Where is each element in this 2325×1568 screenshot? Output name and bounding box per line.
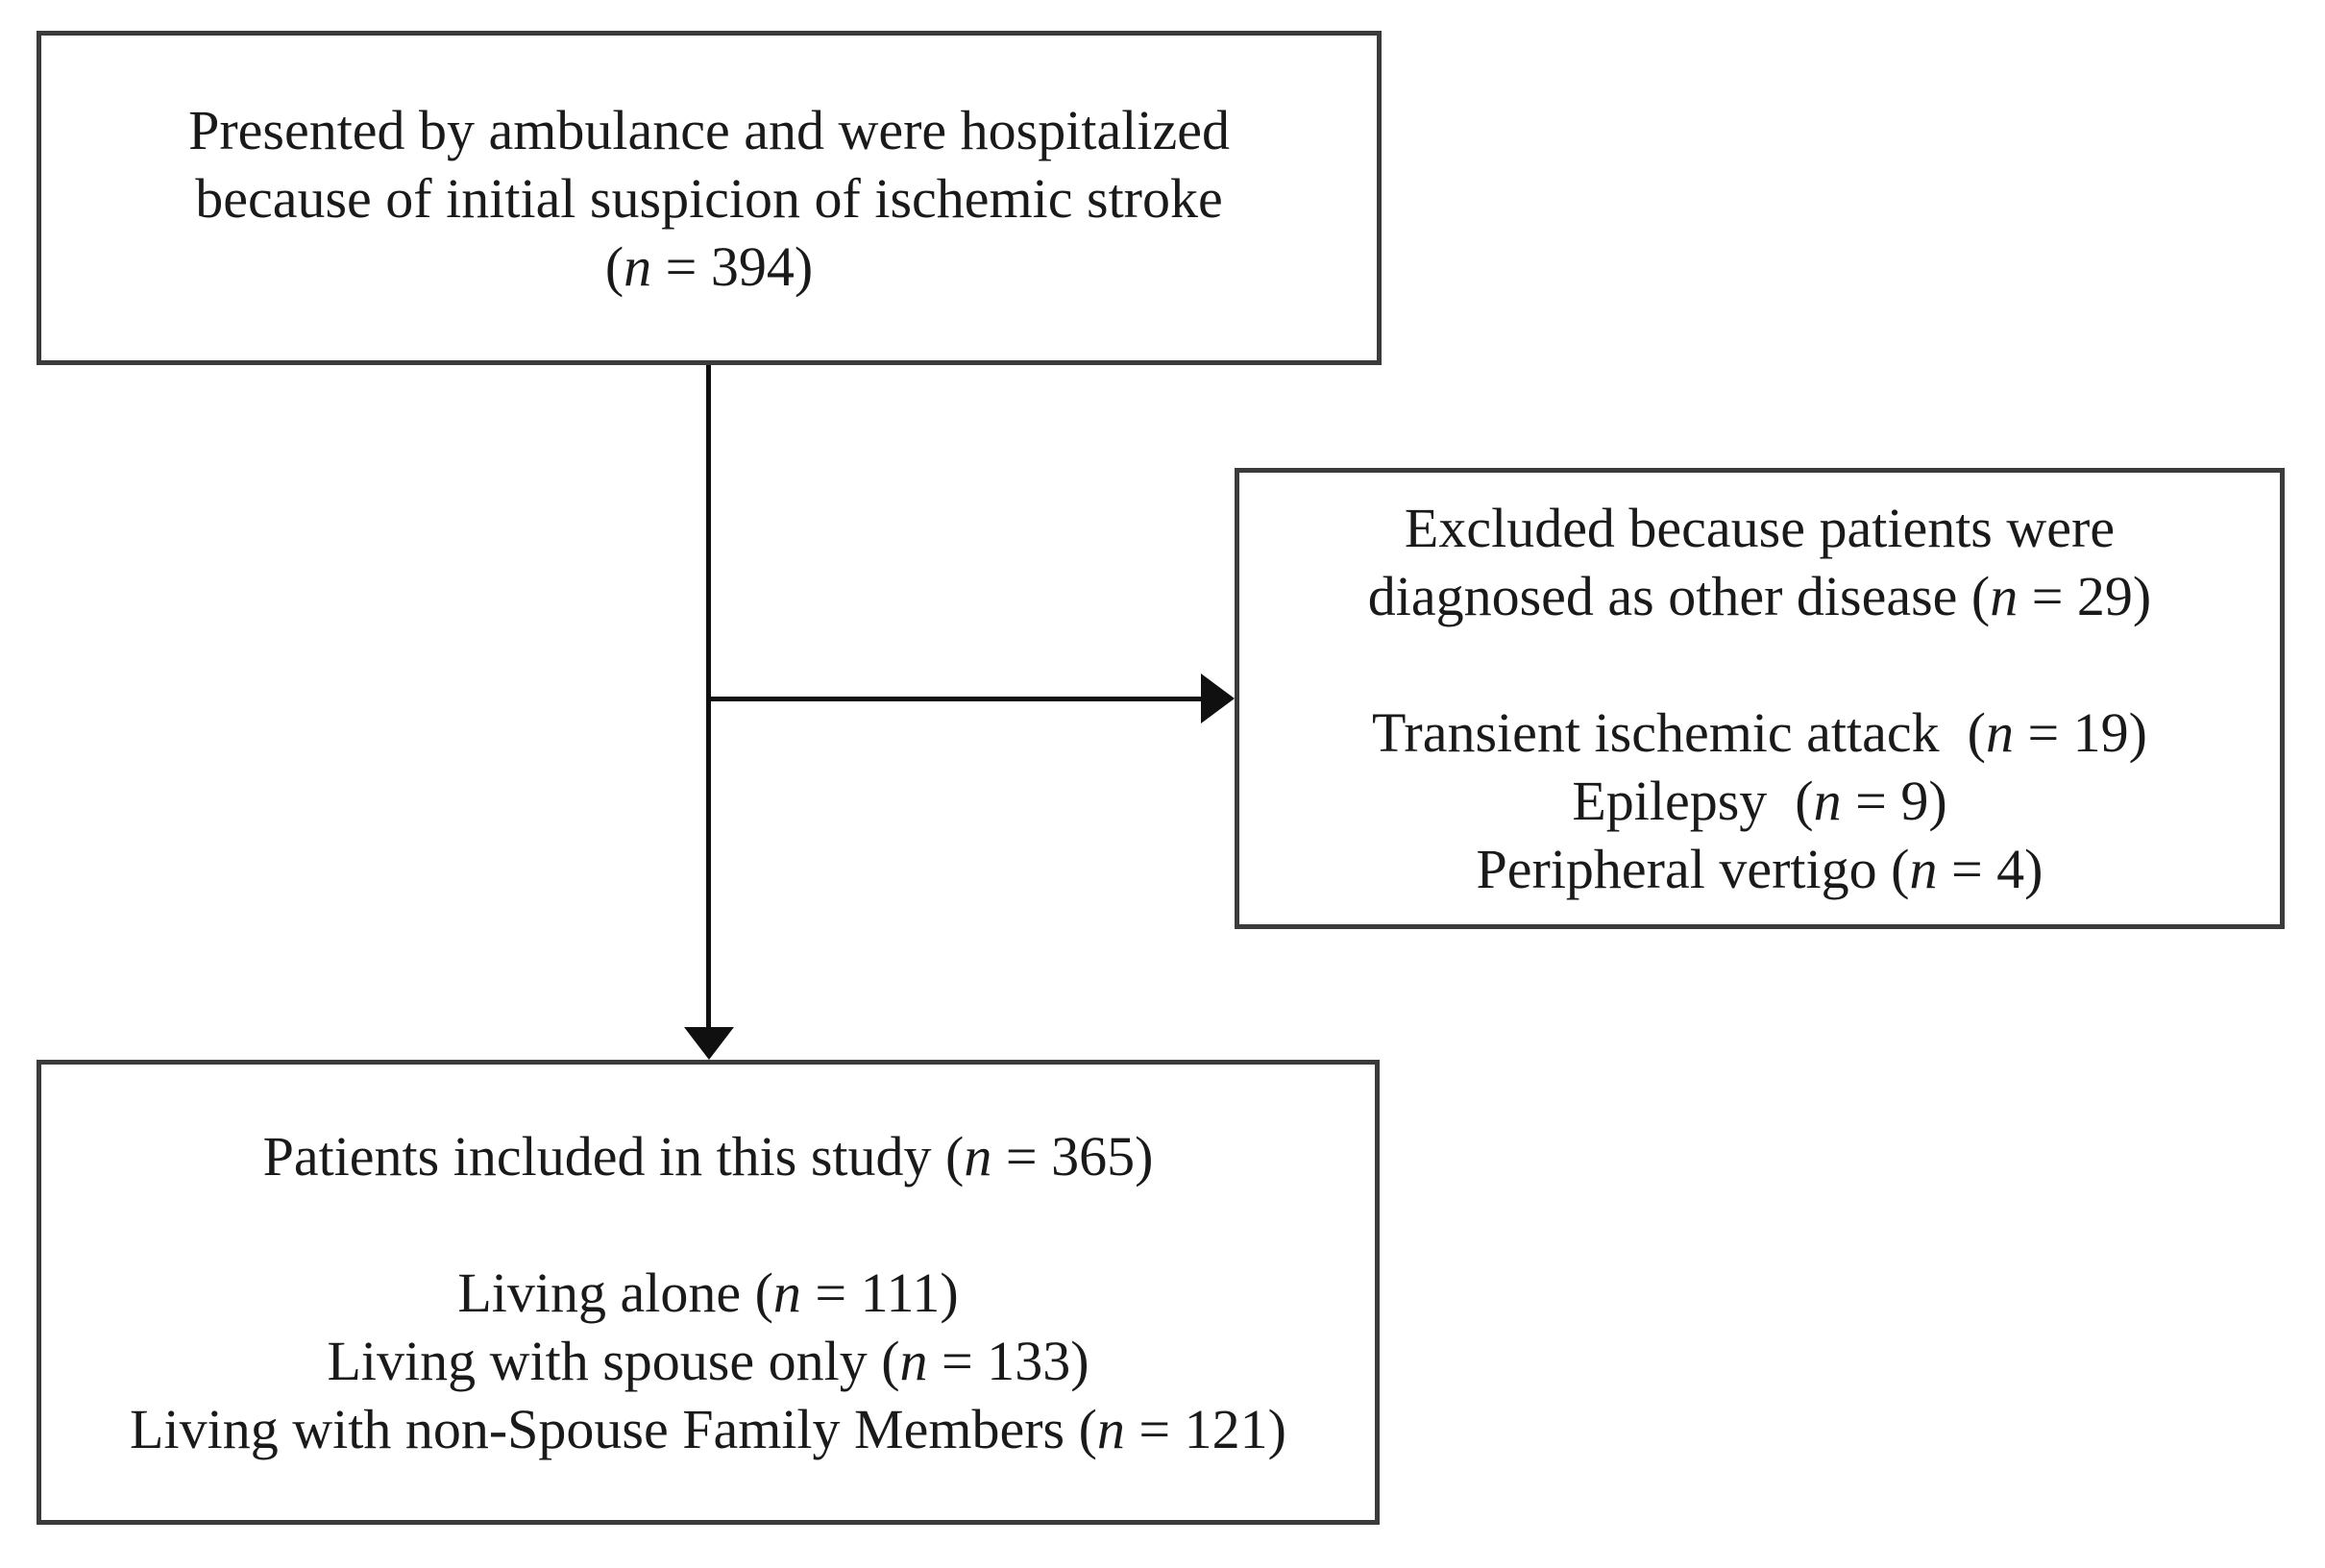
text-segment: Living with non-Spouse Family Members ( xyxy=(130,1397,1097,1460)
text-line: Living with non-Spouse Family Members (n… xyxy=(41,1395,1375,1463)
italic-n-symbol: n xyxy=(1813,770,1842,832)
text-segment: Living alone ( xyxy=(457,1261,773,1324)
text-segment: = 4) xyxy=(1937,838,2044,900)
text-segment: diagnosed as other disease ( xyxy=(1367,565,1991,627)
text-segment: = 394) xyxy=(651,234,814,298)
text-segment: = 133) xyxy=(927,1329,1089,1392)
inclusion-box: Patients included in this study (n = 365… xyxy=(37,1060,1380,1525)
exclusion-box: Excluded because patients were diagnosed… xyxy=(1235,468,2285,929)
italic-n-symbol: n xyxy=(772,1261,801,1324)
italic-n-symbol: n xyxy=(624,234,652,298)
text-segment: ( xyxy=(604,234,624,298)
italic-n-symbol: n xyxy=(1985,701,2014,764)
text-line: Living alone (n = 111) xyxy=(41,1259,1375,1327)
text-line: Epilepsy (n = 9) xyxy=(1239,767,2280,835)
text-line: because of initial suspicion of ischemic… xyxy=(41,164,1377,233)
text-segment: = 9) xyxy=(1841,770,1947,832)
enrollment-box: Presented by ambulance and were hospital… xyxy=(37,31,1382,365)
down-arrowhead-icon xyxy=(684,1027,734,1060)
text-segment: Patients included in this study ( xyxy=(262,1124,965,1188)
italic-n-symbol: n xyxy=(964,1124,992,1188)
italic-n-symbol: n xyxy=(899,1329,928,1392)
text-segment: Transient ischemic attack ( xyxy=(1372,701,1986,764)
text-segment: because of initial suspicion of ischemic… xyxy=(195,166,1223,230)
text-segment: = 111) xyxy=(800,1261,959,1324)
text-line: Living with spouse only (n = 133) xyxy=(41,1327,1375,1395)
text-line: diagnosed as other disease (n = 29) xyxy=(1239,562,2280,630)
italic-n-symbol: n xyxy=(1096,1397,1125,1460)
blank-line xyxy=(1239,630,2280,698)
text-segment: Presented by ambulance and were hospital… xyxy=(188,98,1230,161)
text-segment: Living with spouse only ( xyxy=(327,1329,900,1392)
text-line: Transient ischemic attack (n = 19) xyxy=(1239,698,2280,767)
text-segment: = 365) xyxy=(991,1124,1154,1188)
horizontal-connector-line xyxy=(708,697,1201,701)
italic-n-symbol: n xyxy=(1990,565,2019,627)
text-line: (n = 394) xyxy=(41,233,1377,301)
text-line: Peripheral vertigo (n = 4) xyxy=(1239,835,2280,903)
text-line: Excluded because patients were xyxy=(1239,494,2280,562)
text-segment: Epilepsy ( xyxy=(1572,770,1814,832)
text-segment: = 121) xyxy=(1124,1397,1286,1460)
blank-line xyxy=(41,1190,1375,1259)
text-segment: Excluded because patients were xyxy=(1404,497,2116,559)
text-line: Patients included in this study (n = 365… xyxy=(41,1122,1375,1190)
text-segment: Peripheral vertigo ( xyxy=(1476,838,1910,900)
text-segment: = 29) xyxy=(2018,565,2152,627)
italic-n-symbol: n xyxy=(1909,838,1938,900)
text-segment: = 19) xyxy=(2013,701,2147,764)
text-line: Presented by ambulance and were hospital… xyxy=(41,96,1377,164)
right-arrowhead-icon xyxy=(1201,674,1235,723)
